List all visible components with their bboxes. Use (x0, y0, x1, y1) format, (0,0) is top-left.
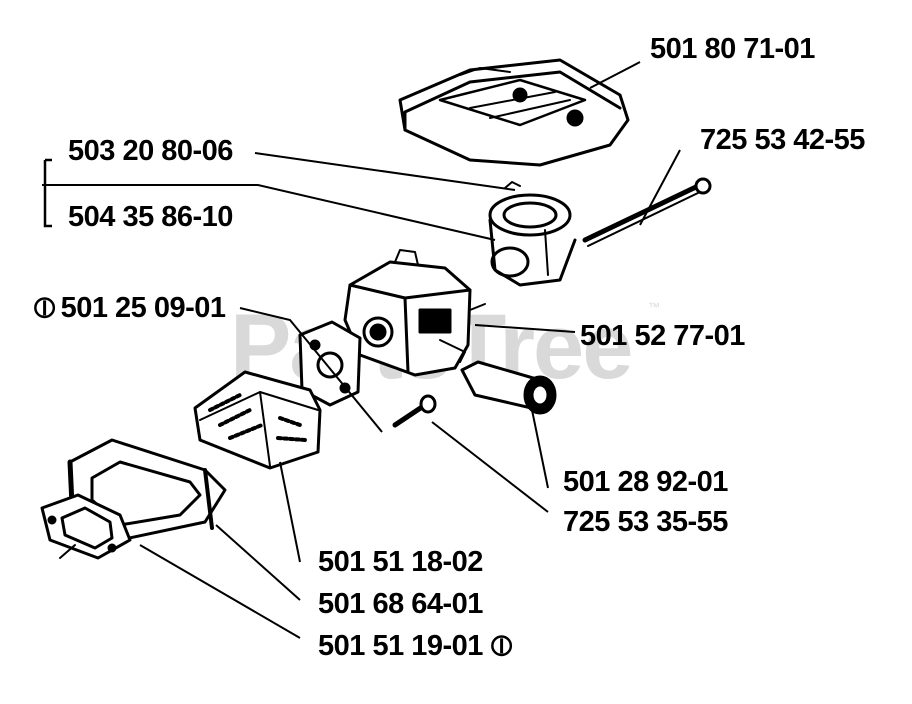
air-filter-cover-drawing (398, 58, 630, 167)
watermark-trademark: ™ (648, 300, 660, 314)
tube-filter-drawing (460, 360, 557, 415)
part-label: 503 20 80-06 (68, 135, 233, 167)
leader-p2 (639, 149, 681, 226)
note-mark-icon: ⦶ (490, 630, 512, 662)
leader-p6 (474, 324, 576, 333)
part-label: 501 51 18-02 (318, 546, 483, 578)
filter-housing-drawing (193, 370, 322, 470)
short-screw-drawing (392, 394, 437, 428)
note-mark-icon: ⦶ (34, 292, 55, 324)
leader-p10 (215, 524, 301, 601)
leader-p5 (239, 307, 383, 433)
leader-p9 (279, 461, 301, 563)
part-label: ⦶501 25 09-01 (34, 294, 226, 323)
base-gasket-drawing (40, 493, 132, 560)
part-label: 501 80 71-01 (650, 33, 815, 65)
leader-lines (42, 61, 681, 639)
part-number: 501 25 09-01 (60, 292, 226, 324)
part-number: 501 51 19-01 (318, 630, 483, 662)
leader-p1 (589, 61, 641, 89)
part-label: 504 35 86-10 (68, 201, 233, 233)
carburetor-drawing (343, 249, 486, 377)
leader-p8 (431, 421, 549, 513)
leader-p3 (254, 152, 516, 191)
part-label: 501 28 92-01 (563, 466, 728, 498)
leader-p11 (139, 544, 301, 639)
part-label: 501 52 77-01 (580, 320, 745, 352)
part-label: 501 68 64-01 (318, 588, 483, 620)
leader-p4 (42, 184, 496, 241)
part-label: 725 53 42-55 (700, 124, 865, 156)
part-label: 725 53 35-55 (563, 506, 728, 538)
intake-adapter-drawing (488, 181, 577, 287)
leader-p7 (531, 409, 549, 489)
part-label: 501 51 19-01⦶ (318, 632, 512, 661)
bracket (43, 158, 52, 228)
